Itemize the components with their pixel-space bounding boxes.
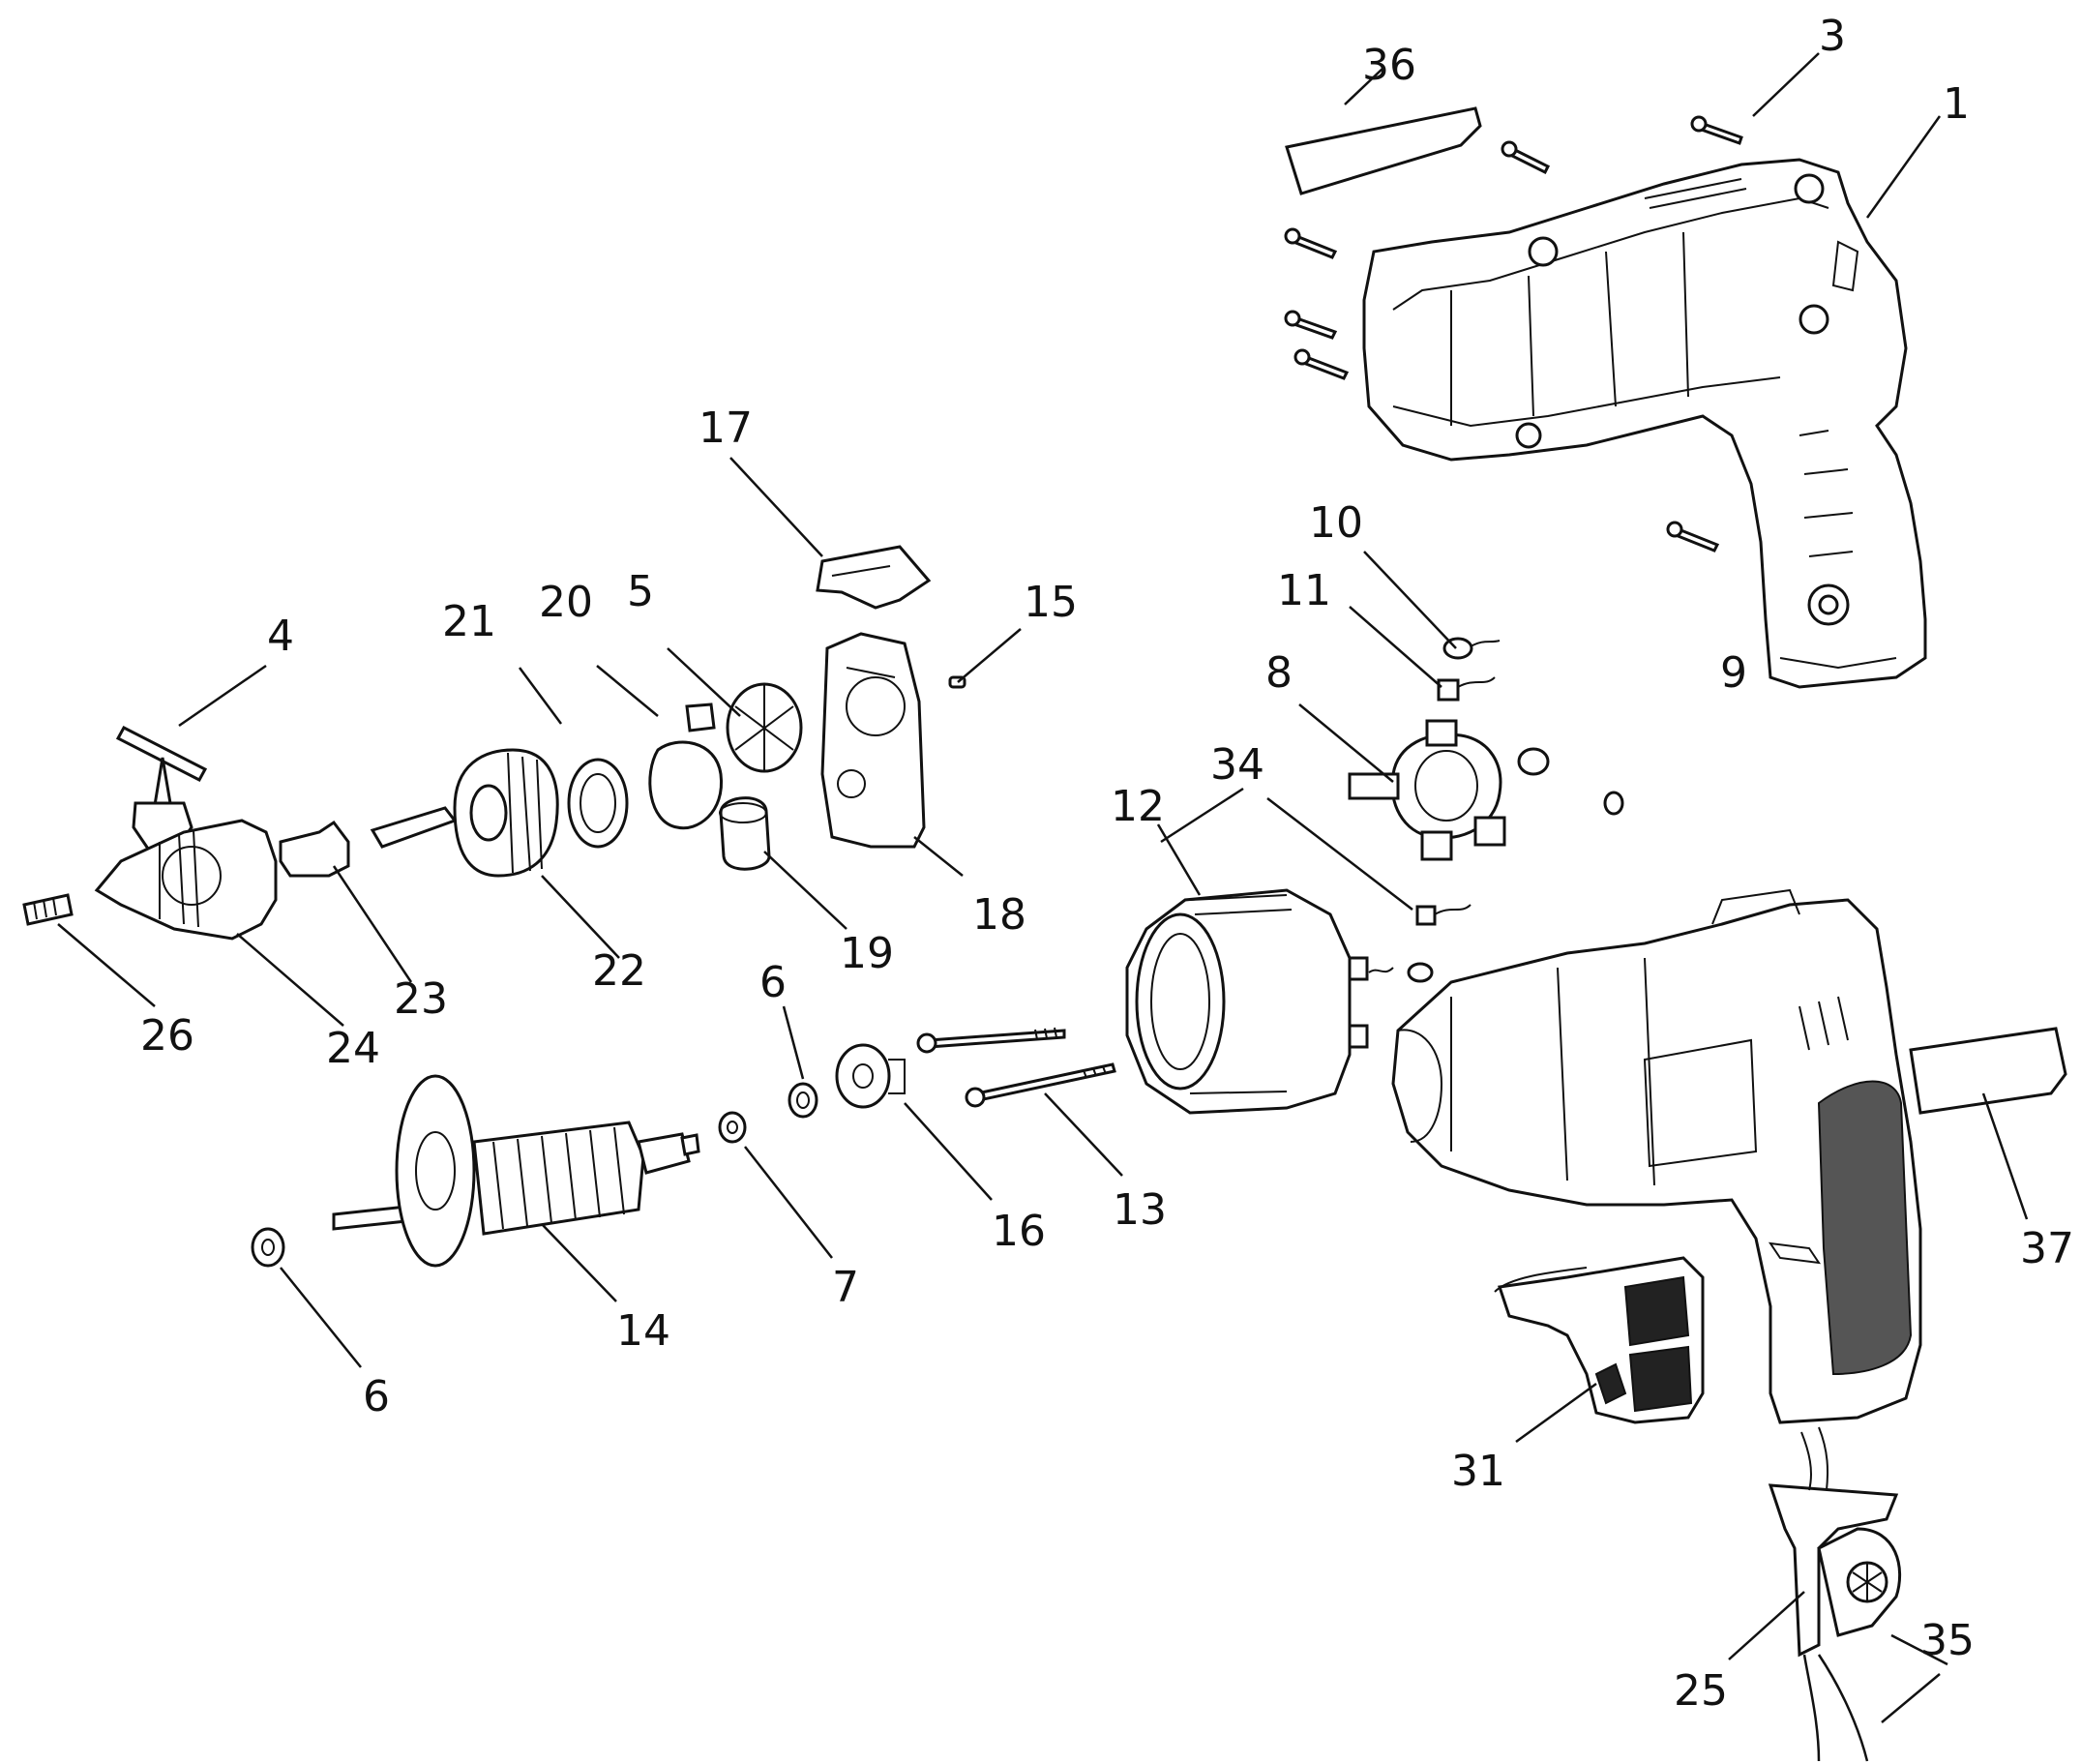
callout-20: 20 (539, 578, 593, 627)
callout-17: 17 (699, 404, 753, 453)
callout-8: 8 (1265, 648, 1293, 698)
output-gear-spindle (370, 748, 559, 878)
callout-1: 1 (1943, 79, 1970, 129)
trigger-switch (1494, 1256, 1705, 1424)
callout-13: 13 (1113, 1185, 1167, 1235)
side-label (1909, 1027, 2067, 1115)
callout-31: 31 (1451, 1447, 1505, 1496)
needle-bearing (719, 796, 771, 871)
brush-spring-clip (816, 545, 932, 610)
gear-housing-plate (820, 632, 926, 849)
callout-37: 37 (2020, 1224, 2074, 1273)
spindle-bushing (279, 820, 350, 878)
intermediate-gear (726, 682, 803, 773)
callout-16: 16 (992, 1207, 1046, 1256)
callout-19: 19 (840, 929, 894, 978)
retaining-plate (648, 703, 723, 830)
callout-35: 35 (1920, 1616, 1975, 1665)
leader-lines (57, 52, 2029, 1723)
gear-washer (567, 758, 629, 849)
brush-and-spring (1407, 904, 1472, 983)
callout-34: 34 (1210, 740, 1264, 790)
callout-18: 18 (972, 890, 1026, 940)
stator (1125, 888, 1394, 1115)
callout-25: 25 (1674, 1666, 1728, 1716)
carbon-brush (1437, 676, 1496, 702)
washer-middle (718, 1111, 747, 1144)
callout-11: 11 (1277, 566, 1331, 615)
rear-bearing (835, 1043, 906, 1109)
callout-6-lower: 6 (363, 1372, 390, 1421)
callout-9: 9 (1720, 648, 1747, 698)
washer-upper (788, 1082, 818, 1119)
callout-21: 21 (442, 597, 496, 646)
stator-screws (916, 1027, 1116, 1108)
callout-5: 5 (627, 567, 654, 616)
callout-14: 14 (616, 1306, 670, 1356)
callout-22: 22 (592, 946, 646, 996)
housing-left-half (1362, 158, 1927, 689)
brush-cap (1517, 747, 1550, 776)
callout-4: 4 (267, 612, 294, 661)
armature (332, 1074, 700, 1268)
small-nut (1603, 791, 1624, 816)
callout-24: 24 (326, 1024, 380, 1073)
callout-3: 3 (1819, 12, 1846, 61)
callout-7: 7 (832, 1263, 859, 1312)
callout-26: 26 (140, 1011, 194, 1061)
chuck-screw (22, 893, 74, 926)
washer-lower (251, 1227, 285, 1268)
drill-chuck (94, 819, 278, 941)
callout-36: 36 (1362, 41, 1416, 90)
callout-12: 12 (1111, 782, 1165, 831)
housing-screws (1284, 115, 1743, 553)
callout-15: 15 (1024, 578, 1078, 627)
callout-10: 10 (1309, 498, 1363, 548)
brush-spring (1442, 637, 1501, 660)
nameplate-label (1285, 106, 1482, 195)
housing-right-half (1391, 888, 1922, 1424)
cord-guard (1768, 1426, 1902, 1658)
callout-6-upper: 6 (759, 958, 787, 1007)
callout-23: 23 (394, 974, 448, 1024)
callout-labels: 36 3 1 17 10 11 15 4 21 20 5 8 9 34 12 1… (140, 12, 2074, 1716)
power-cable (1802, 1654, 1869, 1762)
brush-holder (1348, 719, 1506, 861)
